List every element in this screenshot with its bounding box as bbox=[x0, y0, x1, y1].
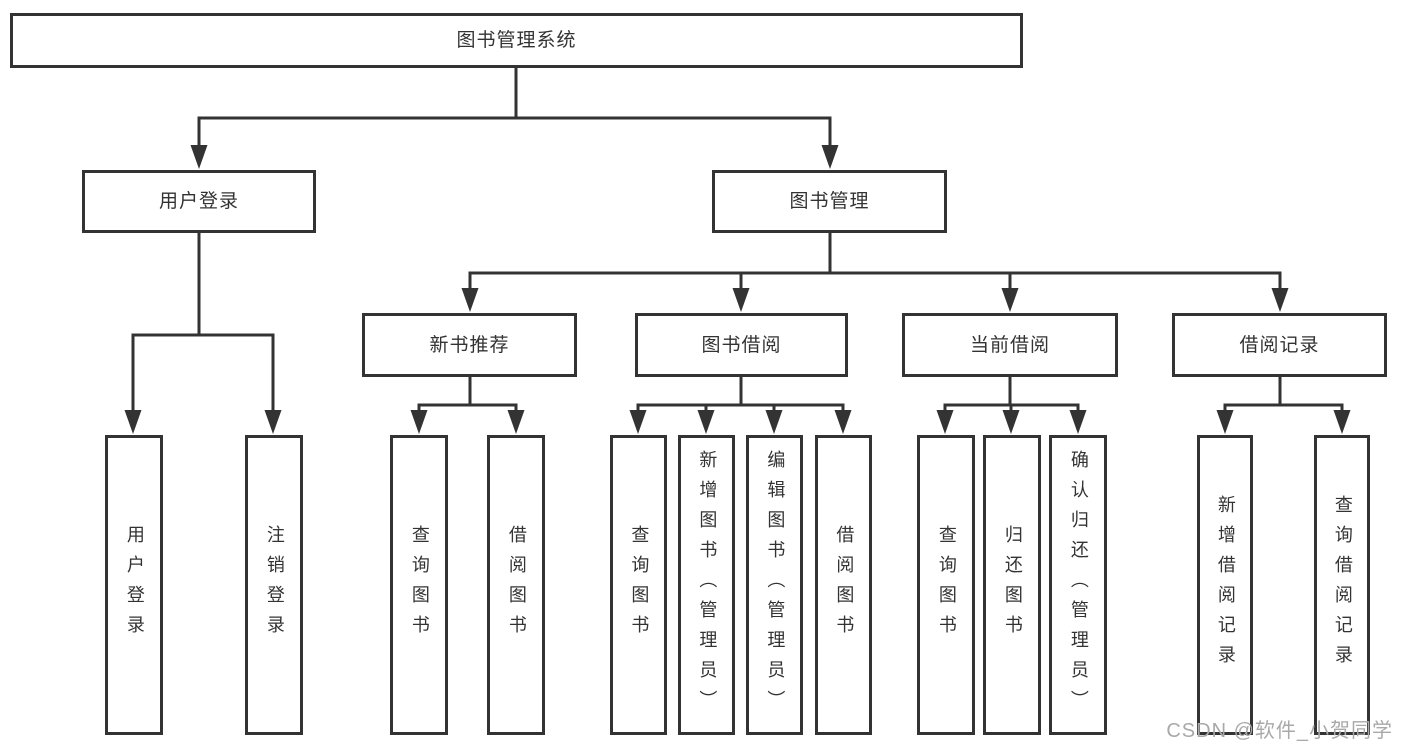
connector-book-management-to-level3 bbox=[468, 233, 1282, 294]
arrowhead bbox=[1001, 288, 1019, 312]
node-label: 查询图书 bbox=[629, 525, 650, 645]
node-library-management-system: 图书管理系统 bbox=[10, 13, 1023, 68]
node-add-borrow-record: 新增借阅记录 bbox=[1197, 435, 1253, 735]
arrowhead bbox=[190, 145, 208, 169]
node-borrow-books-recommend: 借阅图书 bbox=[487, 435, 545, 735]
arrowhead bbox=[1271, 288, 1289, 312]
node-user-login: 用户登录 bbox=[82, 170, 316, 233]
node-label: 新增图书（管理员） bbox=[697, 450, 718, 720]
node-query-borrow-record: 查询借阅记录 bbox=[1314, 435, 1370, 735]
arrowhead bbox=[461, 288, 479, 312]
node-label: 注销登录 bbox=[264, 525, 285, 645]
arrowheads bbox=[124, 145, 1351, 434]
node-query-books-borrow: 查询图书 bbox=[610, 435, 667, 735]
arrowhead bbox=[697, 410, 715, 434]
node-label: 借阅图书 bbox=[834, 525, 855, 645]
node-label: 确认归还（管理员） bbox=[1068, 450, 1089, 720]
node-borrow-records: 借阅记录 bbox=[1172, 313, 1387, 377]
node-borrow-books-action: 借阅图书 bbox=[815, 435, 872, 735]
node-confirm-return-admin: 确认归还（管理员） bbox=[1049, 435, 1107, 735]
node-current-borrow: 当前借阅 bbox=[902, 313, 1118, 377]
connector-new-book-recommend bbox=[417, 377, 518, 416]
arrowhead bbox=[264, 410, 282, 434]
arrowhead bbox=[507, 410, 525, 434]
node-return-books: 归还图书 bbox=[983, 435, 1041, 735]
connector-user-login-to-leaves bbox=[131, 233, 275, 416]
node-label: 新增借阅记录 bbox=[1215, 495, 1236, 675]
arrowhead bbox=[821, 145, 839, 169]
arrowhead bbox=[410, 410, 428, 434]
arrowhead bbox=[124, 410, 142, 434]
node-label: 新书推荐 bbox=[429, 334, 510, 356]
node-new-book-recommend: 新书推荐 bbox=[362, 313, 577, 377]
node-label: 图书管理系统 bbox=[456, 30, 577, 51]
node-label: 当前借阅 bbox=[969, 334, 1050, 356]
node-book-borrow: 图书借阅 bbox=[635, 313, 848, 377]
arrowhead bbox=[1069, 410, 1087, 434]
connector-borrow-records bbox=[1223, 377, 1344, 416]
arrowhead bbox=[936, 410, 954, 434]
node-edit-book-admin: 编辑图书（管理员） bbox=[746, 435, 803, 735]
node-label: 用户登录 bbox=[158, 191, 239, 212]
node-label: 图书管理 bbox=[789, 191, 870, 212]
node-label: 查询图书 bbox=[936, 525, 957, 645]
arrowhead bbox=[1333, 410, 1351, 434]
node-label: 图书借阅 bbox=[701, 334, 782, 356]
arrowhead bbox=[732, 288, 750, 312]
node-label: 查询图书 bbox=[409, 525, 430, 645]
node-query-books-recommend: 查询图书 bbox=[390, 435, 448, 735]
watermark-text: CSDN @软件_小贺同学 bbox=[1166, 720, 1393, 742]
node-label: 归还图书 bbox=[1002, 525, 1023, 645]
node-label: 编辑图书（管理员） bbox=[765, 450, 786, 720]
connector-root-to-level2 bbox=[197, 68, 832, 152]
node-label: 用户登录 bbox=[124, 525, 145, 645]
node-query-books-current: 查询图书 bbox=[917, 435, 975, 735]
node-label: 借阅图书 bbox=[506, 525, 527, 645]
arrowhead bbox=[834, 410, 852, 434]
node-label: 查询借阅记录 bbox=[1332, 495, 1353, 675]
node-book-management: 图书管理 bbox=[712, 170, 947, 233]
arrowhead bbox=[629, 410, 647, 434]
node-user-login-action: 用户登录 bbox=[105, 435, 163, 735]
arrowhead bbox=[765, 410, 783, 434]
arrowhead bbox=[1216, 410, 1234, 434]
node-add-book-admin: 新增图书（管理员） bbox=[678, 435, 735, 735]
node-label: 借阅记录 bbox=[1239, 334, 1320, 356]
connector-book-borrow bbox=[636, 377, 845, 416]
node-logout-action: 注销登录 bbox=[245, 435, 303, 735]
arrowhead bbox=[1002, 410, 1020, 434]
